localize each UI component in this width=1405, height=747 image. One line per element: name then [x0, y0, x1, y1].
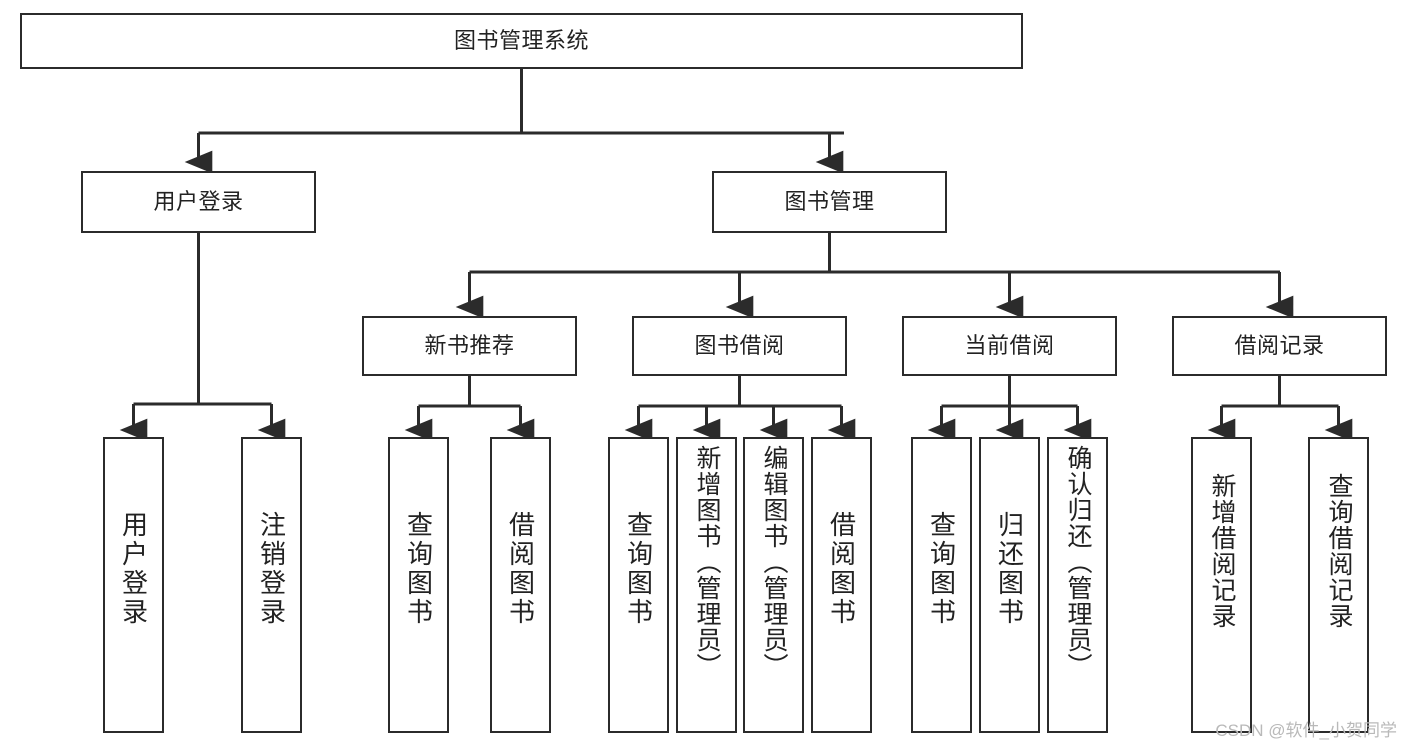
node-leaf-borrow-book-2[interactable]: 借阅图书	[811, 437, 872, 733]
node-leaf-user-login[interactable]: 用户登录	[103, 437, 164, 733]
node-user-login[interactable]: 用户登录	[81, 171, 316, 233]
node-leaf-query-book-2-label: 查询图书	[623, 511, 654, 627]
node-leaf-return-book-label: 归还图书	[994, 511, 1025, 627]
node-borrow-record[interactable]: 借阅记录	[1172, 316, 1387, 376]
node-leaf-add-record[interactable]: 新增借阅记录	[1191, 437, 1252, 733]
node-leaf-query-record[interactable]: 查询借阅记录	[1308, 437, 1369, 733]
node-new-book-recommend-label: 新书推荐	[424, 333, 515, 359]
node-book-manage-label: 图书管理	[784, 189, 875, 215]
node-current-borrow[interactable]: 当前借阅	[902, 316, 1117, 376]
node-leaf-edit-book[interactable]: 编辑图书（管理员）	[743, 437, 804, 733]
csdn-watermark: CSDN @软件_小贺同学	[1215, 721, 1397, 740]
node-root[interactable]: 图书管理系统	[20, 13, 1023, 69]
node-leaf-query-book-1-label: 查询图书	[403, 511, 434, 627]
node-leaf-add-book[interactable]: 新增图书（管理员）	[676, 437, 737, 733]
node-leaf-query-book-3-label: 查询图书	[926, 511, 957, 627]
node-leaf-logout-label: 注销登录	[256, 511, 287, 627]
node-leaf-query-book-3[interactable]: 查询图书	[911, 437, 972, 733]
node-leaf-query-book-1[interactable]: 查询图书	[388, 437, 449, 733]
node-leaf-confirm-return-label: 确认归还（管理员）	[1064, 445, 1092, 679]
node-leaf-query-record-label: 查询借阅记录	[1325, 473, 1353, 629]
node-root-label: 图书管理系统	[453, 28, 589, 54]
node-book-borrow-label: 图书借阅	[694, 333, 785, 359]
node-leaf-user-login-label: 用户登录	[118, 511, 149, 627]
node-leaf-logout[interactable]: 注销登录	[241, 437, 302, 733]
node-leaf-borrow-book-1[interactable]: 借阅图书	[490, 437, 551, 733]
node-leaf-borrow-book-2-label: 借阅图书	[826, 511, 857, 627]
node-book-manage[interactable]: 图书管理	[712, 171, 947, 233]
node-book-borrow[interactable]: 图书借阅	[632, 316, 847, 376]
node-leaf-return-book[interactable]: 归还图书	[979, 437, 1040, 733]
node-borrow-record-label: 借阅记录	[1234, 333, 1325, 359]
node-leaf-add-book-label: 新增图书（管理员）	[693, 445, 721, 679]
node-leaf-confirm-return[interactable]: 确认归还（管理员）	[1047, 437, 1108, 733]
node-leaf-edit-book-label: 编辑图书（管理员）	[760, 445, 788, 679]
node-leaf-query-book-2[interactable]: 查询图书	[608, 437, 669, 733]
node-current-borrow-label: 当前借阅	[964, 333, 1055, 359]
node-user-login-label: 用户登录	[153, 189, 244, 215]
node-leaf-borrow-book-1-label: 借阅图书	[505, 511, 536, 627]
node-new-book-recommend[interactable]: 新书推荐	[362, 316, 577, 376]
node-leaf-add-record-label: 新增借阅记录	[1208, 473, 1236, 629]
